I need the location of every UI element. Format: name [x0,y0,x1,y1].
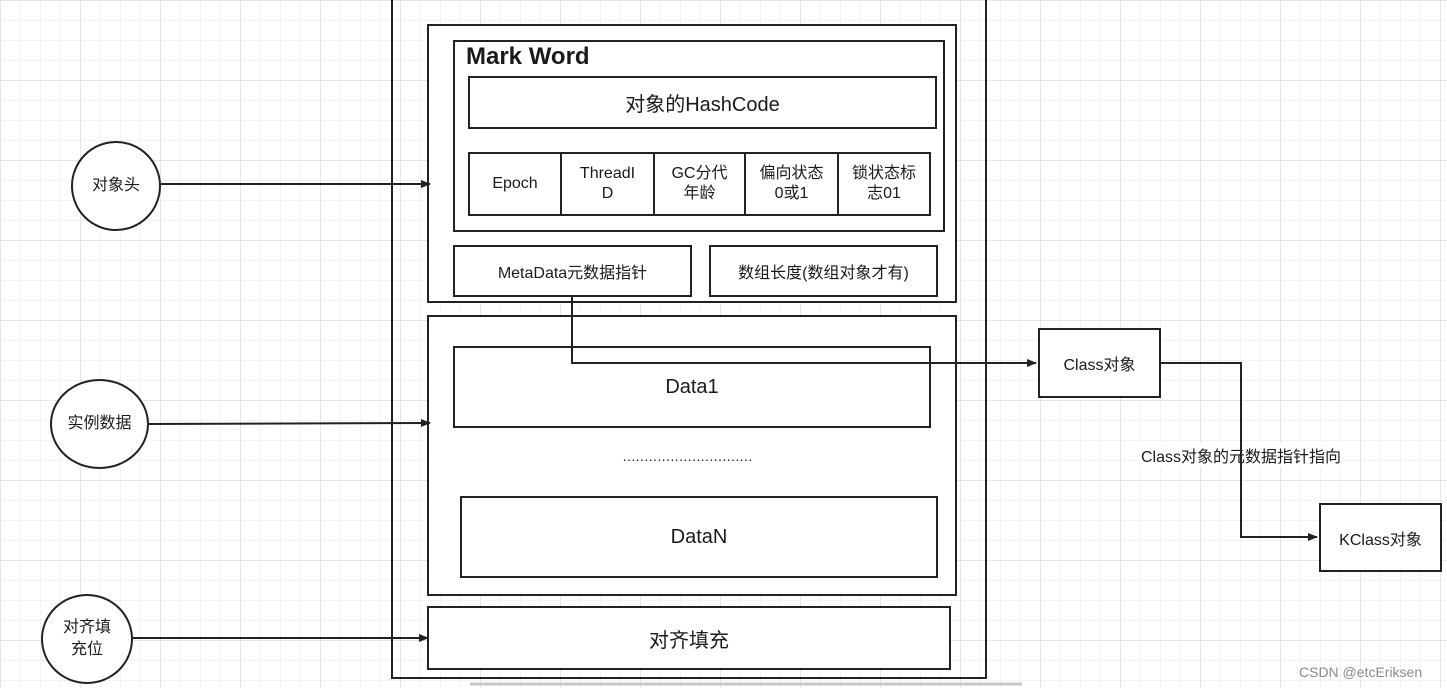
data1-cell: Data1 [453,346,931,428]
hashcode-cell: 对象的HashCode [468,76,937,129]
circle-object-header: 对象头 [71,141,161,231]
class-object-box: Class对象 [1038,328,1161,398]
arrow-instance-to-region [148,419,431,428]
watermark: CSDN @etcEriksen [1299,664,1423,680]
field-gc-age: GC分代 年龄 [653,152,746,216]
mark-word-title: Mark Word [466,43,590,70]
dataN-cell: DataN [460,496,938,578]
field-thread-id: ThreadI D [560,152,655,216]
field-epoch: Epoch [468,152,562,216]
metadata-pointer-cell: MetaData元数据指针 [453,245,692,297]
field-biased-flag: 偏向状态 0或1 [744,152,839,216]
array-length-cell: 数组长度(数组对象才有) [709,245,938,297]
circle-padding: 对齐填 充位 [41,594,133,684]
circle-instance-data: 实例数据 [50,379,149,469]
field-lock-flag: 锁状态标 志01 [837,152,931,216]
padding-block: 对齐填充 [427,606,951,670]
edge-label-metadata-pointer: Class对象的元数据指针指向 [1140,443,1343,467]
kclass-object-box: KClass对象 [1319,503,1442,572]
data-ellipsis: ………………………… [622,448,753,464]
